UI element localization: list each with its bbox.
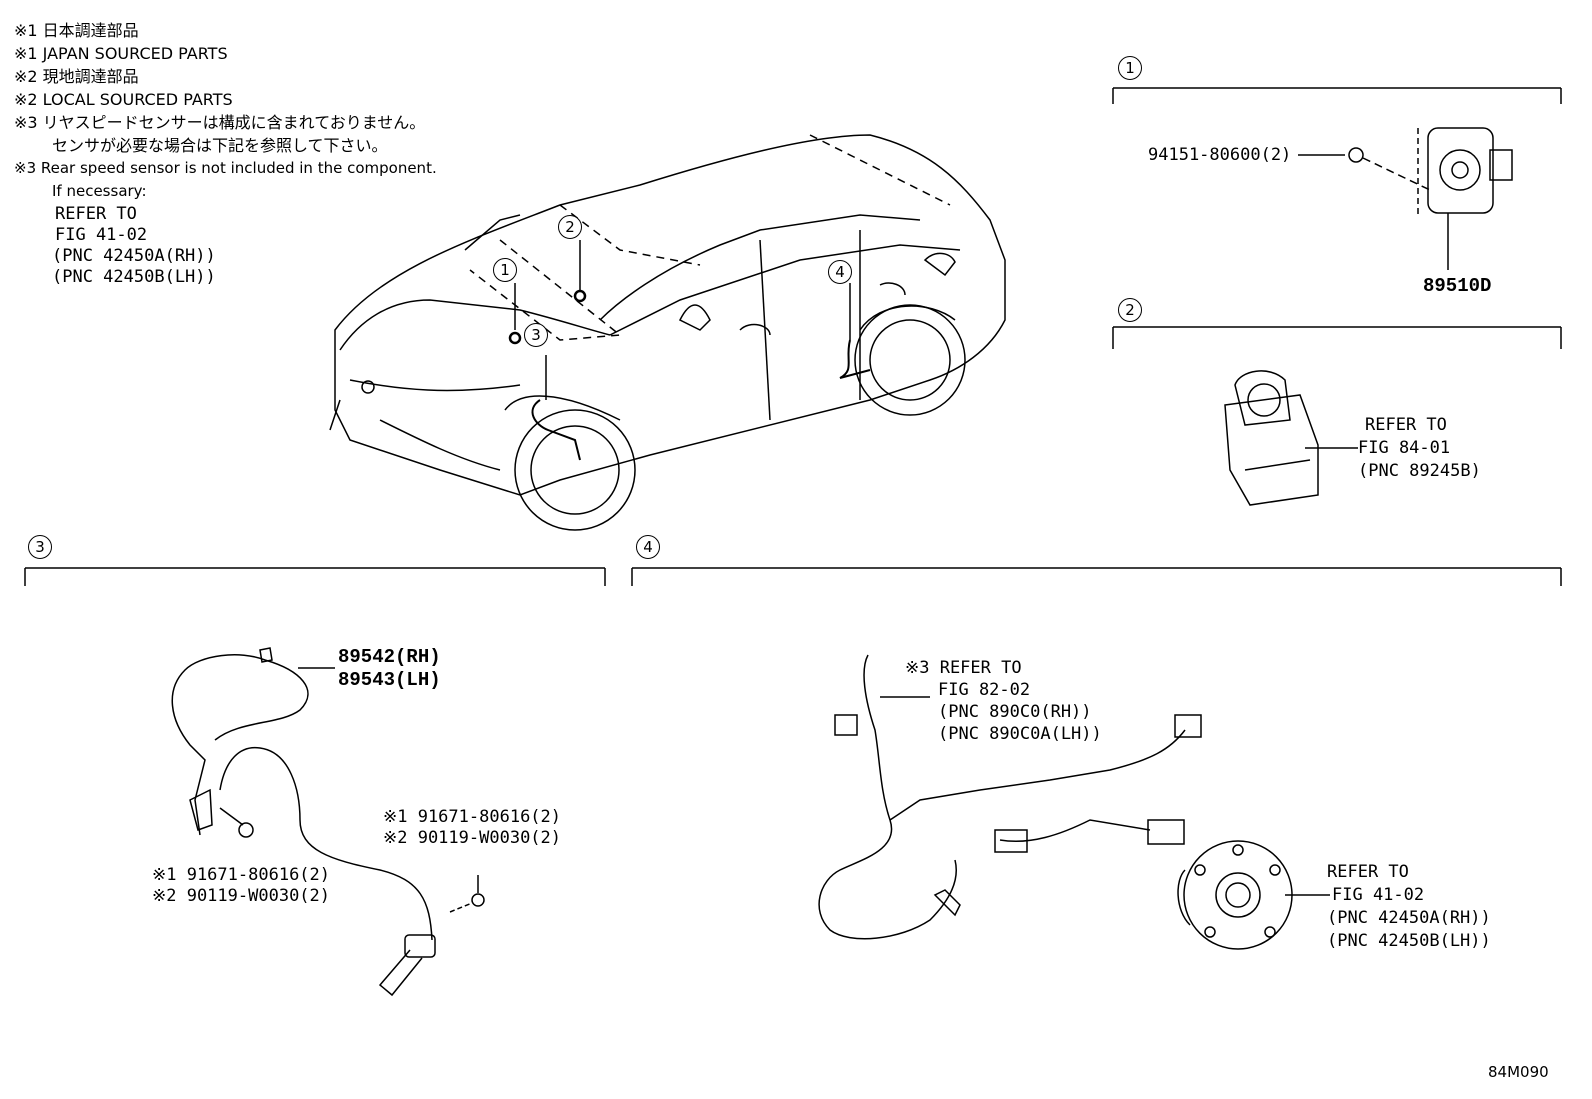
harness-refer-line: FIG 82-02 <box>938 680 1031 700</box>
part-89245B-drawing <box>1224 370 1358 506</box>
note-line: ※2 現地調達部品 <box>14 67 139 86</box>
hub-refer-line: (PNC 42450B(LH)) <box>1327 931 1491 951</box>
hub-refer-line: FIG 41-02 <box>1332 885 1425 905</box>
yaw-refer-line: REFER TO <box>1365 415 1447 435</box>
rear-hub-drawing <box>1177 840 1330 950</box>
bolt-b-label: ※1 91671-80616(2) <box>383 807 562 827</box>
harness-refer-line: ※3 REFER TO <box>905 658 1022 678</box>
section-bracket-3 <box>24 567 606 586</box>
note-line: If necessary: <box>52 182 147 200</box>
callout-1-section: 1 <box>1118 56 1142 80</box>
yaw-refer-line: (PNC 89245B) <box>1358 461 1481 481</box>
callout-3-section: 3 <box>28 535 52 559</box>
bolt-b-label: ※2 90119-W0030(2) <box>383 828 562 848</box>
note-line: ※2 LOCAL SOURCED PARTS <box>14 90 233 109</box>
note-line: ※3 リヤスピードセンサーは構成に含まれておりません。 <box>14 113 426 132</box>
section-bracket-4 <box>631 567 1562 586</box>
rear-harness-drawing <box>818 654 1202 940</box>
bolt-a-label: ※1 91671-80616(2) <box>152 865 331 885</box>
refer-note-line: REFER TO <box>55 204 137 224</box>
refer-note-line: (PNC 42450B(LH)) <box>52 267 216 287</box>
note-line: ※3 Rear speed sensor is not included in … <box>14 159 437 177</box>
callout-3-car: 3 <box>524 323 548 347</box>
vehicle-illustration <box>329 134 1006 531</box>
callout-2-section: 2 <box>1118 298 1142 322</box>
front-speed-sensor-drawing <box>171 647 485 997</box>
callout-2-car: 2 <box>558 215 582 239</box>
note-line: ※1 JAPAN SOURCED PARTS <box>14 44 228 63</box>
yaw-refer-line: FIG 84-01 <box>1358 438 1451 458</box>
note-line: センサが必要な場合は下記を参照して下さい。 <box>52 136 388 155</box>
sensor-part-label: 89543(LH) <box>338 669 441 691</box>
hub-refer-line: REFER TO <box>1327 862 1409 882</box>
harness-refer-line: (PNC 890C0(RH)) <box>938 702 1092 722</box>
section-bracket-2 <box>1112 326 1562 349</box>
refer-note-line: FIG 41-02 <box>55 225 148 245</box>
harness-refer-line: (PNC 890C0A(LH)) <box>938 724 1102 744</box>
refer-note-line: (PNC 42450A(RH)) <box>52 246 216 266</box>
figure-code: 84M090 <box>1488 1063 1549 1081</box>
main-part-label: 89510D <box>1423 275 1492 297</box>
bolt-a-label: ※2 90119-W0030(2) <box>152 886 331 906</box>
section-bracket-1 <box>1112 87 1562 104</box>
callout-1-car: 1 <box>493 258 517 282</box>
note-line: ※1 日本調達部品 <box>14 21 139 40</box>
sensor-part-label: 89542(RH) <box>338 646 441 668</box>
callout-4-car: 4 <box>828 260 852 284</box>
bolt-part-label: 94151-80600(2) <box>1148 145 1292 165</box>
part-89510D-drawing <box>1298 127 1513 270</box>
callout-4-section: 4 <box>636 535 660 559</box>
hub-refer-line: (PNC 42450A(RH)) <box>1327 908 1491 928</box>
